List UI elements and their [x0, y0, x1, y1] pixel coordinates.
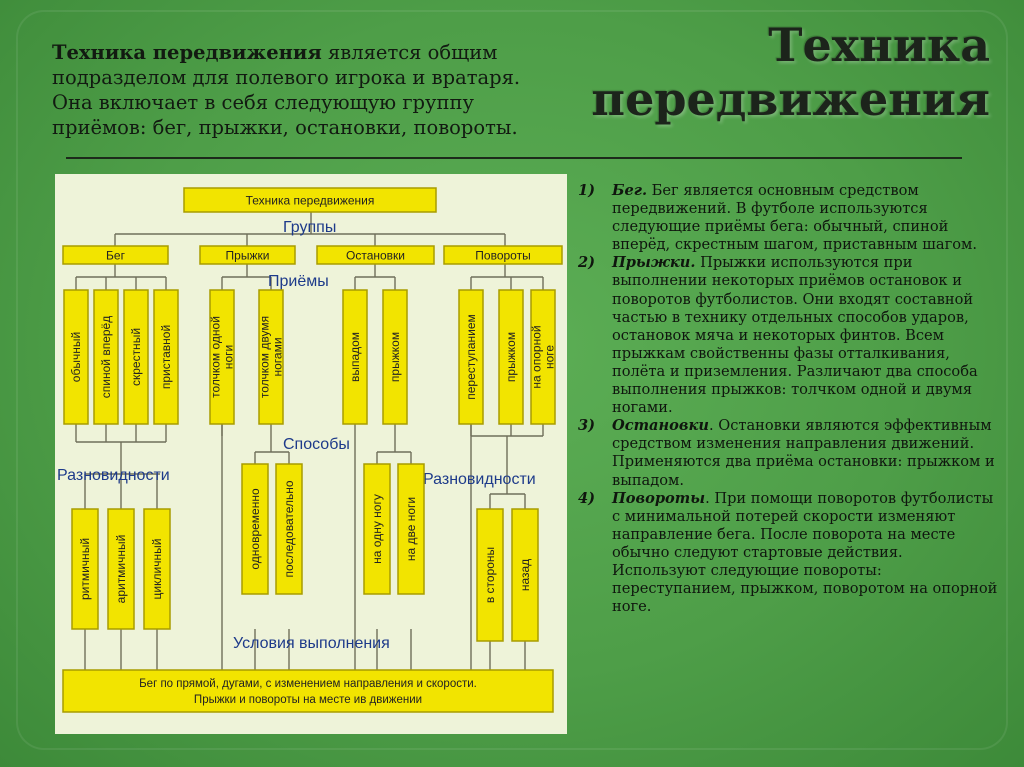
techniques-label: Приёмы: [268, 273, 329, 290]
turn-variety-box-label: назад: [518, 559, 532, 591]
technique-box: [458, 289, 484, 425]
list-term: Бег.: [612, 182, 648, 199]
run-variety-box: [71, 508, 99, 630]
run-variety-box: [107, 508, 135, 630]
intro-line-3: Она включает в себя следующую группу: [52, 91, 474, 114]
technique-box: [93, 289, 119, 425]
technique-box-label: прыжком: [504, 332, 518, 382]
list-text: . Остановки являются эффективным средств…: [612, 417, 995, 489]
list-item: 3) Остановки. Остановки являются эффектив…: [578, 417, 998, 489]
technique-box: [382, 289, 408, 425]
technique-box-label: выпадом: [348, 332, 362, 382]
technique-box-label: скрестный: [129, 328, 143, 386]
conditions-box: [62, 669, 554, 713]
stop-method-box-label: на одну ногу: [370, 494, 384, 564]
list-item: 4) Повороты. При помощи поворотов футболи…: [578, 490, 998, 617]
technique-box-label: ноги: [222, 345, 236, 369]
intro-bold: Техника передвижения: [52, 41, 322, 64]
group-box: [199, 245, 296, 265]
intro-line-2: подразделом для полевого игрока и вратар…: [52, 66, 521, 89]
root-box: [183, 187, 437, 213]
root-box-label: Техника передвижения: [246, 193, 375, 207]
technique-box-label: приставной: [159, 325, 173, 389]
group-box-label: Бег: [106, 248, 126, 262]
technique-box: [498, 289, 524, 425]
conditions-line-2: Прыжки и повороты на месте ив движении: [194, 694, 422, 706]
group-box-label: Повороты: [475, 248, 530, 262]
jump-method-box-label: одновременно: [248, 488, 262, 570]
title-line-1: Техника: [768, 18, 990, 72]
technique-box-label: ноге: [543, 345, 557, 369]
technique-box-label: толчком одной: [209, 316, 223, 398]
technique-box: [209, 289, 235, 425]
list-item: 2) Прыжки. Прыжки используются при выполн…: [578, 254, 998, 417]
stop-method-box: [363, 463, 391, 595]
jump-method-box-label: последовательно: [282, 480, 296, 577]
list-number: 2): [578, 254, 596, 272]
technique-box-label: обычный: [69, 332, 83, 382]
conditions-line-1: Бег по прямой, дугами, с изменением напр…: [139, 678, 477, 690]
list-text: Прыжки используются при выполнении некот…: [612, 254, 978, 417]
technique-box-label: толчком двумя: [258, 316, 272, 398]
list-item: 1) Бег. Бег является основным средством п…: [578, 182, 998, 254]
technique-box-label: ногами: [271, 337, 285, 376]
run-variety-box-label: аритмичный: [114, 535, 128, 604]
group-box: [316, 245, 435, 265]
list-term: Прыжки.: [612, 254, 696, 272]
intro-line-1: является общим: [321, 41, 498, 64]
list-term: Повороты: [612, 489, 706, 507]
group-box: [62, 245, 169, 265]
list-number: 4): [578, 489, 596, 507]
conditions-label: Условия выполнения: [233, 635, 390, 652]
list-number: 1): [578, 182, 596, 199]
technique-box: [342, 289, 368, 425]
technique-box: [258, 289, 284, 425]
technique-box: [63, 289, 89, 425]
technique-box-label: спиной вперёд: [99, 316, 113, 398]
jump-method-box: [275, 463, 303, 595]
technique-box: [123, 289, 149, 425]
technique-box-label: переступанием: [464, 314, 478, 400]
varieties-label-right: Разновидности: [423, 471, 536, 488]
run-variety-box: [143, 508, 171, 630]
slide-title: Техника передвижения: [591, 18, 990, 126]
technique-list: 1) Бег. Бег является основным средством п…: [578, 182, 998, 616]
technique-box: [153, 289, 179, 425]
divider-line: [66, 157, 962, 159]
turn-variety-box: [511, 508, 539, 642]
technique-box-label: на опорной: [530, 325, 544, 388]
technique-box: [530, 289, 556, 425]
varieties-label-left: Разновидности: [57, 467, 170, 484]
run-variety-box-label: ритмичный: [78, 538, 92, 600]
groups-label: Группы: [283, 219, 336, 236]
stop-method-box: [397, 463, 425, 595]
list-number: 3): [578, 417, 596, 435]
turn-variety-box-label: в стороны: [483, 547, 497, 603]
jump-method-box: [241, 463, 269, 595]
intro-line-4: приёмов: бег, прыжки, остановки, поворот…: [52, 116, 518, 139]
group-box-label: Прыжки: [226, 248, 270, 262]
list-text: . При помощи поворотов футболисты с мини…: [612, 489, 998, 616]
technique-box-label: прыжком: [388, 332, 402, 382]
turn-variety-box: [476, 508, 504, 642]
run-variety-box-label: цикличный: [150, 539, 164, 600]
methods-label: Способы: [283, 436, 350, 453]
intro-paragraph: Техника передвижения является общим подр…: [52, 40, 592, 140]
title-line-2: передвижения: [591, 72, 990, 126]
group-box-label: Остановки: [346, 248, 405, 262]
group-box: [443, 245, 563, 265]
list-term: Остановки: [612, 417, 709, 435]
list-text: Бег является основным средством передвиж…: [612, 182, 977, 254]
stop-method-box-label: на две ноги: [404, 497, 418, 561]
